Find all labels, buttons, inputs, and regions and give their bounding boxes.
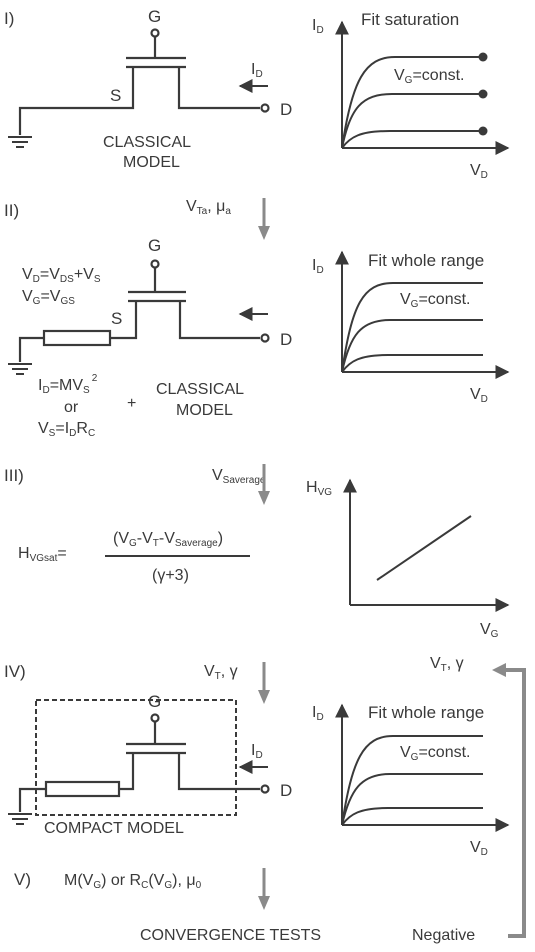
chart-2-y-label: ID: [312, 257, 324, 276]
h-formula-denominator: (γ+3): [152, 567, 189, 584]
chart-1-curve-mid: [341, 93, 483, 149]
chart-1-curve-label: VG=const.: [394, 67, 464, 86]
ground-symbol-2: [8, 363, 32, 375]
flow-arrow-1: [258, 198, 270, 240]
transistor-2: [18, 259, 270, 362]
chart-2-title: Fit whole range: [368, 251, 484, 270]
chart-2-curve-label: VG=const.: [400, 291, 470, 310]
feedback-params: VT, γ: [430, 655, 464, 674]
convergence-tests-label: CONVERGENCE TESTS: [140, 927, 321, 944]
chart-2: Fit whole range VG=const. ID VD: [312, 250, 510, 405]
chart-4-curve-low: [341, 807, 483, 826]
drain-label-1: D: [280, 100, 292, 119]
chart-2-x-label: VD: [470, 386, 488, 405]
chart-4: Fit whole range VG=const. ID VD: [312, 703, 510, 858]
chart-2-curve-high: [341, 282, 483, 373]
equation-or: or: [64, 399, 79, 416]
section-5-label: V): [14, 870, 31, 889]
chart-3-y-label: HVG: [306, 479, 332, 498]
chart-1: Fit saturation VG=const. ID VD: [312, 10, 510, 181]
chart-1-title: Fit saturation: [361, 10, 459, 29]
section-2-params: VTa, μa: [186, 198, 231, 217]
gate-label-2: G: [148, 236, 161, 255]
drain-label-3: D: [280, 781, 292, 800]
model-line-1b: MODEL: [123, 154, 180, 171]
chart-3-line: [376, 515, 472, 581]
transistor-3: [18, 713, 270, 812]
section-1: I) G S D ID CLASSICAL MODEL: [4, 7, 510, 181]
ground-symbol-3: [8, 813, 32, 825]
drain-label-2: D: [280, 330, 292, 349]
chart-2-curve-low: [341, 354, 483, 373]
equation-vd: VD=VDS+VS: [22, 266, 101, 285]
compact-model-box: [35, 699, 237, 816]
chart-2-curve-mid: [341, 319, 483, 373]
h-formula-lhs: HVGsat=: [18, 545, 67, 564]
chart-4-title: Fit whole range: [368, 703, 484, 722]
chart-1-curve-low: [341, 130, 483, 149]
chart-4-curve-label: VG=const.: [400, 744, 470, 763]
chart-3-x-label: VG: [480, 621, 499, 640]
flow-arrow-2: [258, 464, 270, 505]
h-formula-numerator: (VG-VT-VSaverage): [113, 530, 223, 549]
chart-1-y-label: ID: [312, 17, 324, 36]
chart-1-x-label: VD: [470, 162, 488, 181]
section-4-params: VT, γ: [204, 663, 238, 682]
section-5-params: M(VG) or RC(VG), μ0: [64, 872, 202, 891]
compact-model-label: COMPACT MODEL: [44, 820, 184, 837]
fit-point-1b: [478, 89, 488, 99]
section-5: V) M(VG) or RC(VG), μ0 CONVERGENCE TESTS…: [14, 868, 475, 944]
equation-id: ID=MVS2: [38, 373, 98, 396]
chart-4-curve-mid: [341, 773, 483, 826]
source-label-2: S: [111, 309, 122, 328]
flow-arrow-3: [258, 662, 270, 704]
fit-point-1c: [478, 126, 488, 136]
plus-sign: +: [127, 395, 136, 412]
section-3-params: VSaverage: [212, 467, 266, 486]
equation-vs: VS=IDRC: [38, 420, 95, 439]
current-label-1: ID: [251, 61, 263, 80]
gate-label-3: G: [148, 692, 161, 711]
chart-4-curve-high: [341, 735, 483, 826]
section-4: IV) G D ID COMPACT MODEL: [4, 662, 510, 858]
section-1-label: I): [4, 9, 14, 28]
section-2: II) G S D VD=VDS+VS VG=VGS ID=MVS2 or VS…: [4, 201, 510, 439]
source-label-1: S: [110, 86, 121, 105]
current-label-3: ID: [251, 742, 263, 761]
chart-1-curve-high: [341, 56, 483, 149]
model-line-1a: CLASSICAL: [103, 134, 191, 151]
fit-point-1a: [478, 52, 488, 62]
section-4-label: IV): [4, 662, 26, 681]
equation-vg: VG=VGS: [22, 288, 75, 307]
model-line-2b: MODEL: [176, 402, 233, 419]
ground-symbol-1: [8, 136, 32, 148]
section-2-label: II): [4, 201, 19, 220]
negative-label: Negative: [412, 927, 475, 944]
gate-label-1: G: [148, 7, 161, 26]
chart-3: HVG VG: [306, 478, 510, 640]
chart-4-x-label: VD: [470, 839, 488, 858]
feedback-loop-arrow: [492, 663, 526, 938]
section-3: III) HVGsat= (VG-VT-VSaverage) (γ+3) HVG…: [4, 466, 510, 640]
section-3-label: III): [4, 466, 24, 485]
chart-4-y-label: ID: [312, 704, 324, 723]
transistor-1: [18, 28, 270, 135]
flow-arrow-4: [258, 868, 270, 910]
model-line-2a: CLASSICAL: [156, 381, 244, 398]
